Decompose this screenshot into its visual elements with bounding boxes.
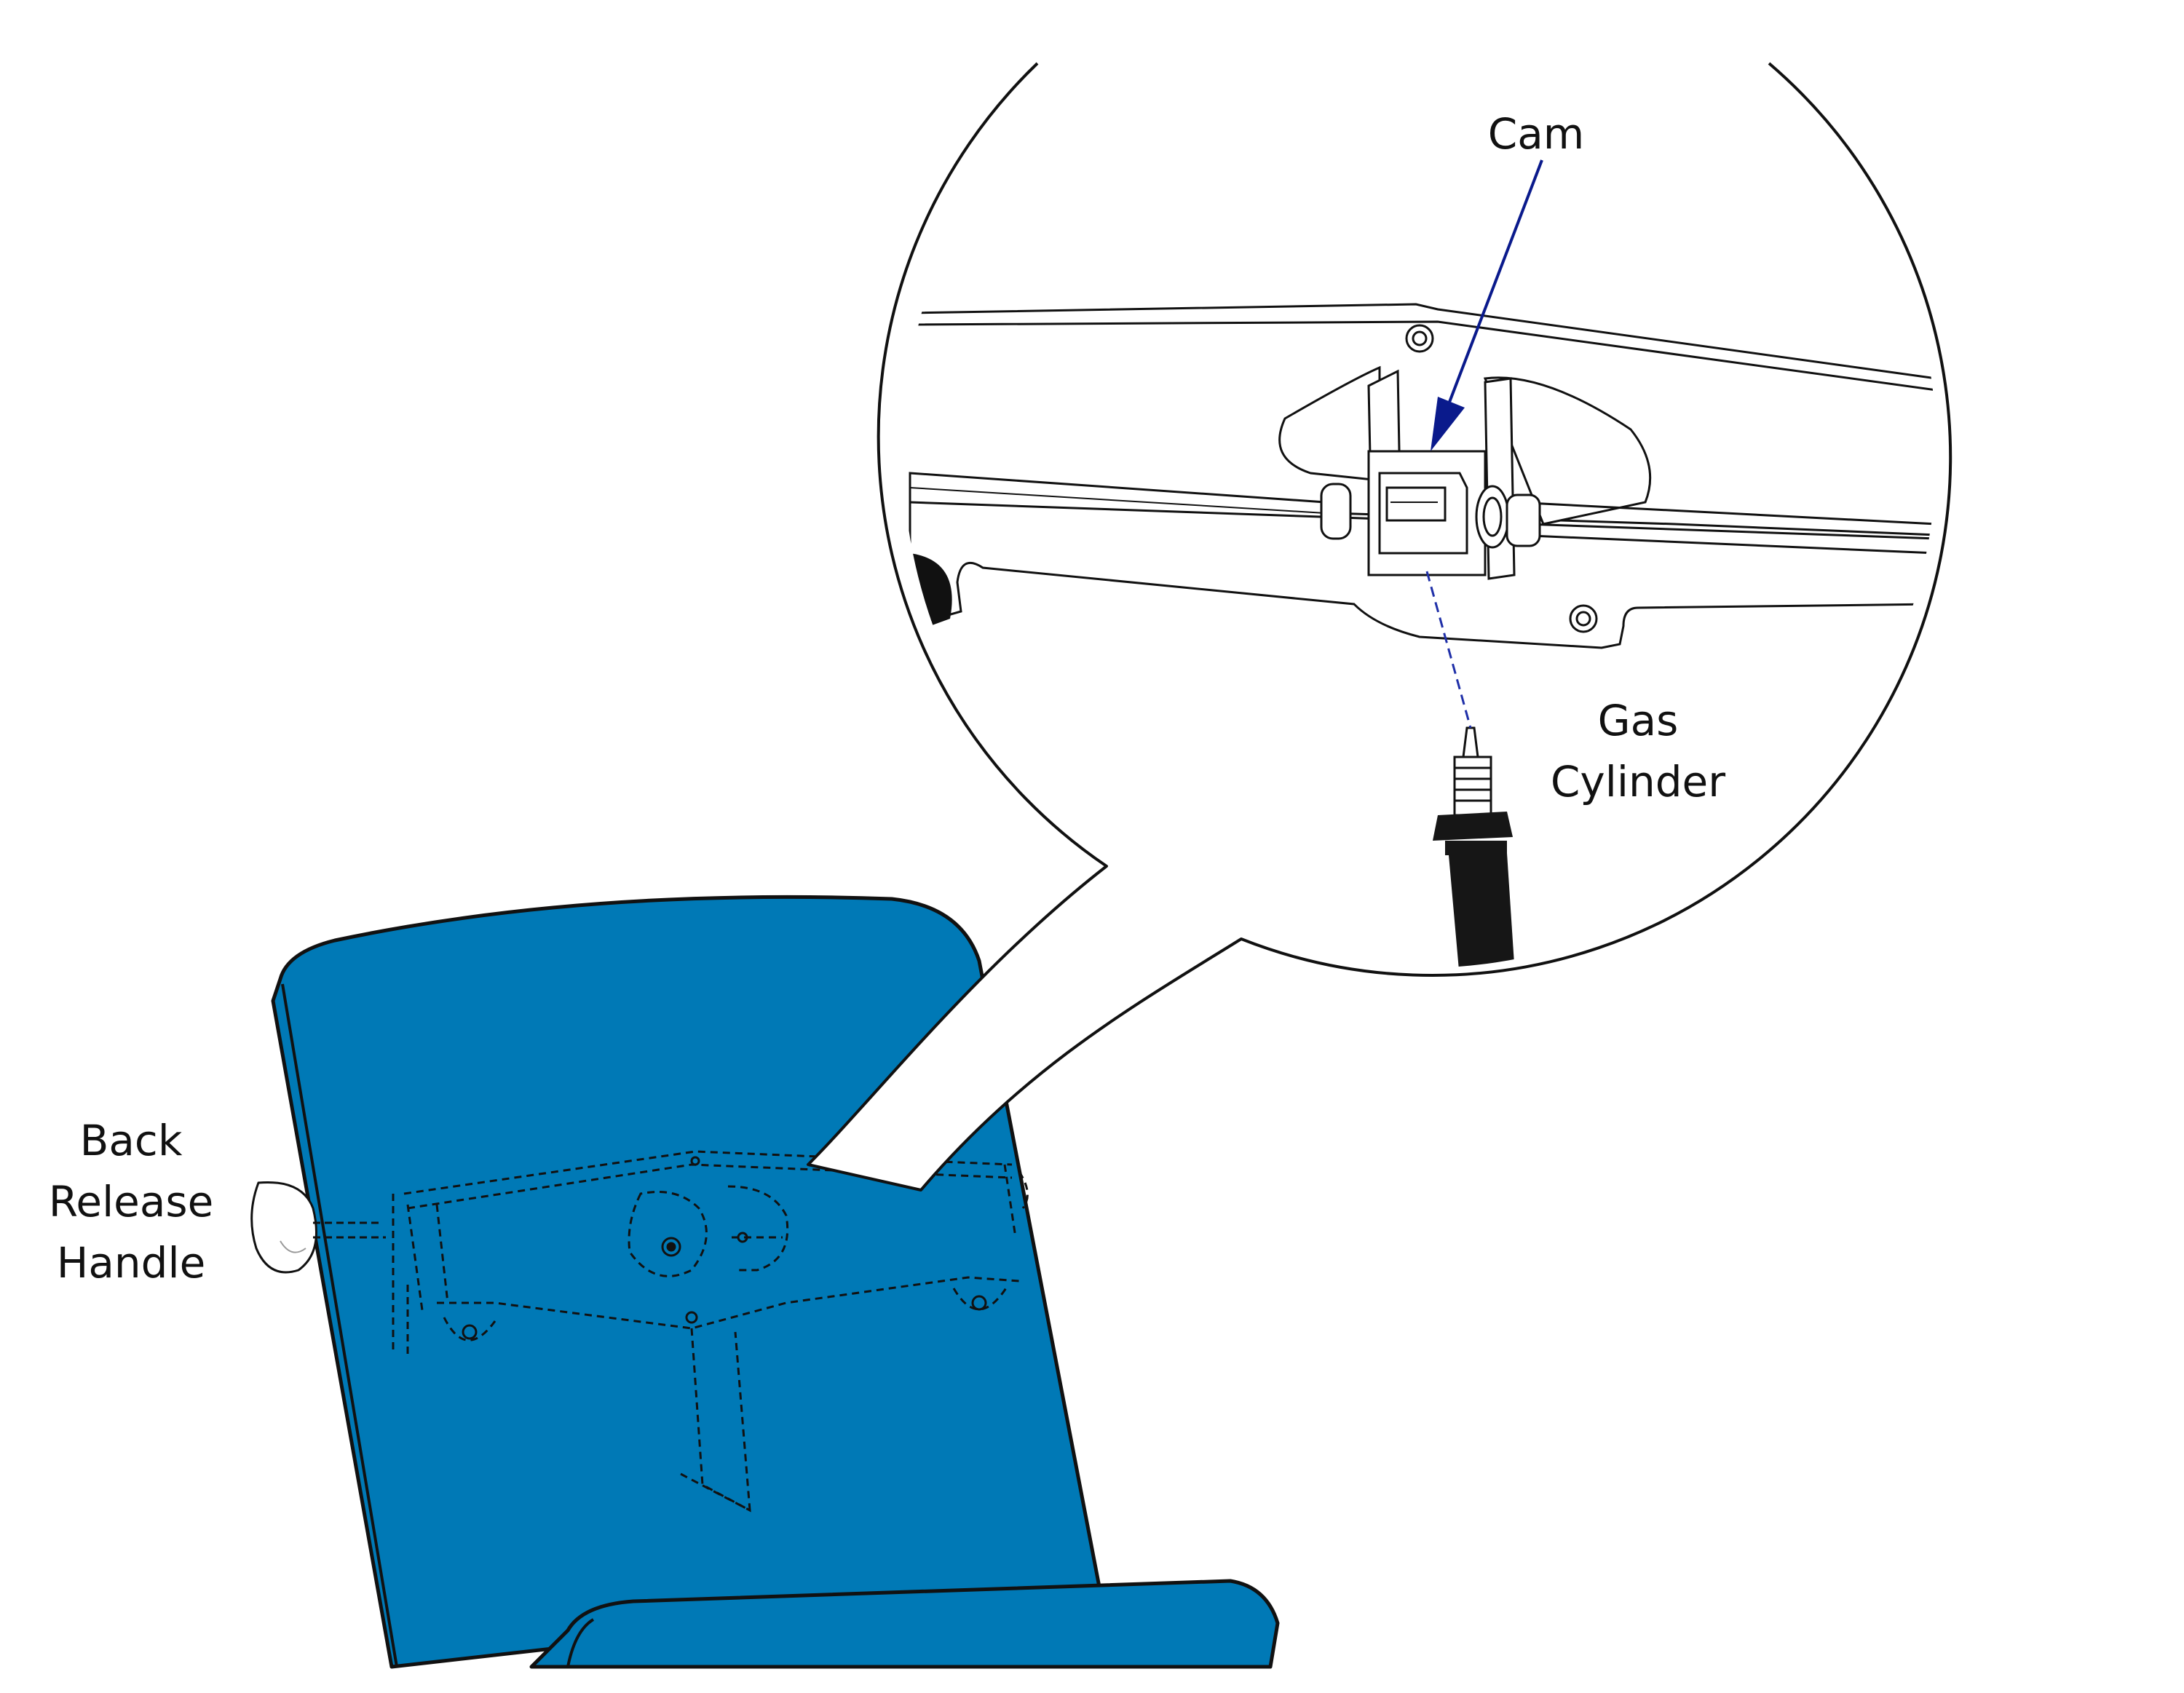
gas-cylinder-label: Gas Cylinder	[1500, 690, 1776, 812]
detail-callout-bubble	[807, 62, 1952, 1192]
back-plate-pivot-points	[462, 1156, 987, 1340]
cam	[1367, 450, 1487, 576]
back-release-handle	[250, 1181, 386, 1274]
gas-cylinder-label-line-2: Cylinder	[1550, 757, 1726, 806]
detail-view	[909, 303, 1936, 968]
seat-back-edge-line	[281, 983, 398, 1668]
back-release-handle-label: Back Release Handle	[15, 1110, 248, 1293]
back-release-handle-label-line-2: Release	[48, 1177, 214, 1226]
mounting-holes	[1405, 324, 1598, 633]
gas-cylinder	[1433, 726, 1518, 968]
seat-cushion	[529, 1579, 1280, 1669]
cam-leader-arrow	[1431, 159, 1543, 451]
cam-label: Cam	[1456, 103, 1616, 164]
cam-label-text: Cam	[1487, 109, 1585, 159]
back-release-handle-label-line-1: Back	[79, 1116, 183, 1165]
gas-cylinder-label-line-1: Gas	[1597, 696, 1679, 745]
callout-bubble-outline	[807, 62, 1952, 1192]
rod-collars	[1320, 483, 1541, 549]
back-release-handle-label-line-3: Handle	[56, 1238, 206, 1288]
alignment-dashed-line	[1425, 571, 1472, 729]
